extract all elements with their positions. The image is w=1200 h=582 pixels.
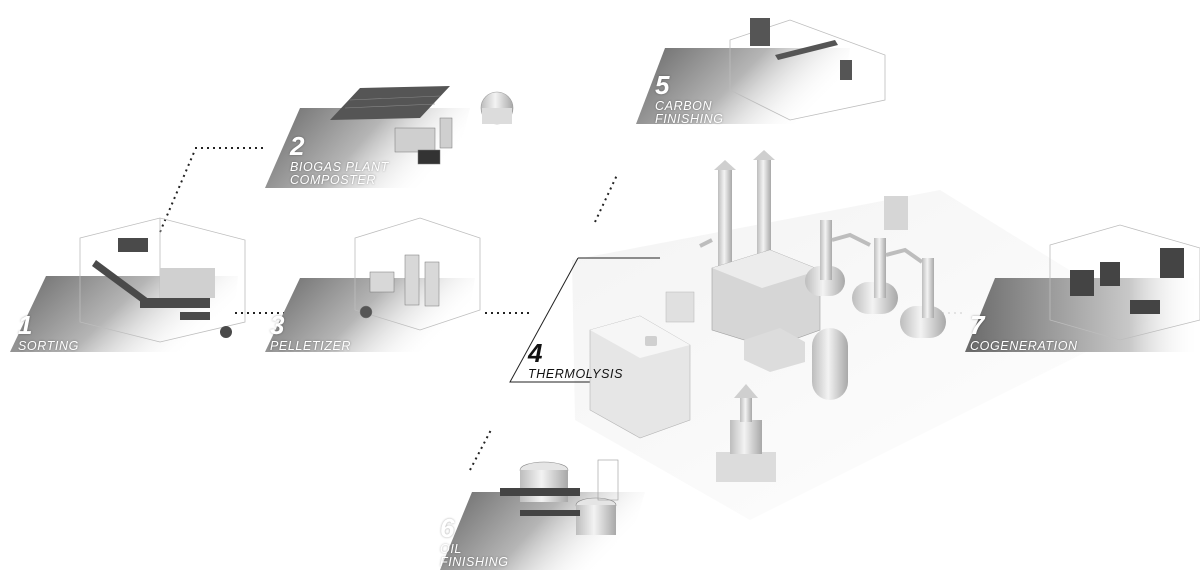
stage-label-carbon: 5 CARBON FINISHING — [655, 72, 724, 125]
stage-title: CARBON — [655, 99, 713, 113]
stage-oil-panel — [440, 459, 645, 570]
stage-number: 6 — [440, 513, 455, 543]
stage-number: 4 — [528, 338, 543, 368]
stage-sorting-panel — [10, 217, 246, 352]
stage-label-biogas: 2 BIOGAS PLANT COMPOSTER — [290, 133, 389, 186]
stage-label-oil: 6 OIL FINISHING — [440, 515, 509, 568]
stage-label-pelletizer: 3 PELLETIZER — [270, 312, 351, 353]
stage-title: COGENERATION — [970, 339, 1078, 353]
stage-title-line-2: COMPOSTER — [290, 172, 376, 187]
stage-number: 5 — [655, 70, 670, 100]
stage-title: THERMOLYSIS — [528, 367, 624, 381]
stage-label-cogeneration: 7 COGENERATION — [970, 312, 1078, 353]
stage-number: 7 — [970, 310, 985, 340]
stage-label-sorting: 1 SORTING — [18, 312, 79, 353]
stage-carbon-panel — [636, 18, 886, 124]
stage-title-line-2: FINISHING — [655, 111, 724, 126]
stage-number: 1 — [18, 310, 33, 340]
stage-biogas-panel — [265, 86, 514, 188]
stage-title-line-2: FINISHING — [440, 554, 509, 569]
stage-number: 2 — [290, 131, 305, 161]
stage-title: PELLETIZER — [270, 339, 352, 353]
stage-pelletizer-panel — [265, 217, 481, 352]
stage-title: SORTING — [18, 339, 79, 353]
stage-title: OIL — [440, 542, 462, 556]
stage-title: BIOGAS PLANT — [290, 160, 389, 174]
stage-label-thermolysis: 4 THERMOLYSIS — [528, 340, 623, 381]
stage-number: 3 — [270, 310, 285, 340]
stage-cogeneration-panel — [965, 224, 1200, 352]
stage-thermolysis-plant — [509, 150, 1150, 520]
